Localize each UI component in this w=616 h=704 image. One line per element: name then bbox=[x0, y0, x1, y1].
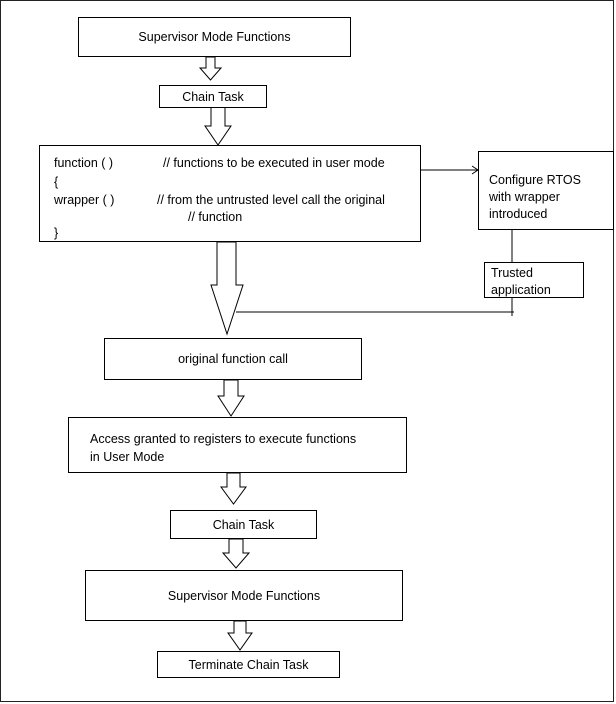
code-function-comment: // functions to be executed in user mode bbox=[163, 156, 385, 170]
trusted-application-box: Trusted application bbox=[484, 262, 584, 298]
code-function-line: function ( ) bbox=[54, 156, 114, 170]
code-wrapper-comment: // from the untrusted level call the ori… bbox=[157, 193, 385, 207]
chain-task-box-bottom: Chain Task bbox=[170, 510, 317, 539]
supervisor-mode-box-top: Supervisor Mode Functions bbox=[78, 17, 351, 57]
access-granted-line1: Access granted to registers to execute f… bbox=[90, 432, 357, 446]
function-code-box: function ( ) // functions to be executed… bbox=[39, 145, 421, 242]
terminate-chain-task-label: Terminate Chain Task bbox=[188, 657, 309, 672]
chain-task-label-top: Chain Task bbox=[182, 89, 244, 104]
trusted-application-line2: application bbox=[491, 283, 551, 297]
configure-rtos-line1: Configure RTOS bbox=[489, 173, 581, 187]
block-arrow-3 bbox=[210, 241, 244, 336]
block-arrow-6 bbox=[221, 538, 251, 569]
configure-rtos-line2: with wrapper bbox=[489, 190, 560, 204]
code-close-brace: } bbox=[54, 226, 59, 240]
block-arrow-1 bbox=[198, 56, 223, 81]
block-arrow-5 bbox=[220, 472, 247, 505]
block-arrow-2 bbox=[204, 106, 232, 146]
block-arrow-4 bbox=[217, 379, 245, 417]
chain-task-label-bottom: Chain Task bbox=[212, 517, 275, 532]
access-granted-line2: in User Mode bbox=[90, 450, 165, 464]
supervisor-mode-label-bottom: Supervisor Mode Functions bbox=[167, 588, 321, 603]
supervisor-mode-label-top: Supervisor Mode Functions bbox=[138, 30, 291, 44]
original-function-call-label: original function call bbox=[178, 352, 288, 366]
original-function-call-box: original function call bbox=[104, 338, 362, 380]
access-granted-box: Access granted to registers to execute f… bbox=[68, 417, 407, 473]
terminate-chain-task-box: Terminate Chain Task bbox=[157, 651, 340, 678]
code-wrapper-comment-cont: // function bbox=[188, 210, 243, 224]
trusted-application-line1: Trusted bbox=[491, 266, 533, 280]
code-wrapper-line: wrapper ( ) bbox=[54, 193, 115, 207]
code-open-brace: { bbox=[54, 175, 59, 189]
supervisor-mode-box-bottom: Supervisor Mode Functions bbox=[85, 570, 403, 621]
configure-rtos-line3: introduced bbox=[489, 207, 548, 221]
configure-rtos-box: Configure RTOS with wrapper introduced bbox=[478, 151, 614, 230]
chain-task-box-top: Chain Task bbox=[159, 85, 267, 108]
block-arrow-7 bbox=[227, 620, 253, 651]
